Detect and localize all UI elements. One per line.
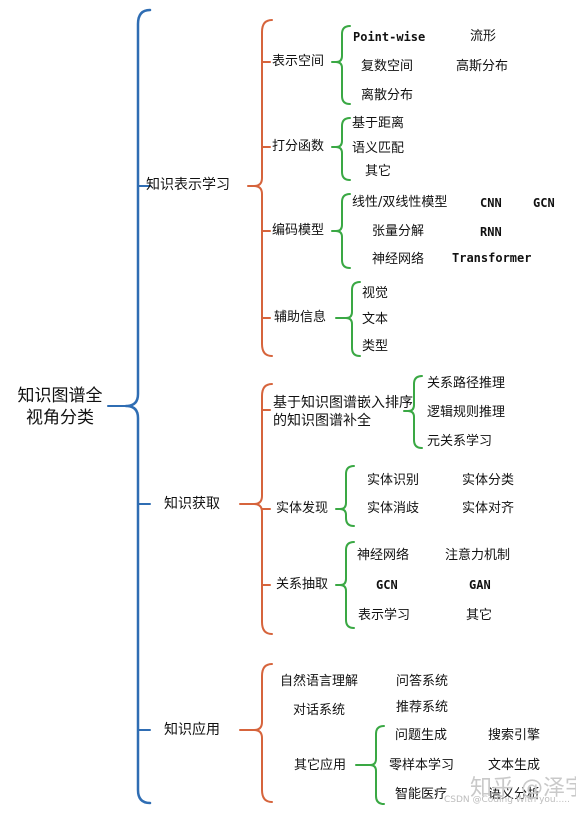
leaf-item: 文本 (362, 312, 389, 327)
group-bracket-entity (339, 465, 355, 527)
group-other-applications: 其它应用 (294, 758, 347, 773)
leaf-item: RNN (480, 225, 502, 239)
root-bracket (124, 8, 152, 805)
section-knowledge-application: 知识应用 (164, 722, 220, 738)
section-representation-learning: 知识表示学习 (146, 177, 230, 193)
section-knowledge-acquisition: 知识获取 (164, 496, 220, 512)
leaf-item: 问题生成 (395, 728, 448, 743)
section-bracket-application (253, 663, 273, 803)
group-entity-discovery: 实体发现 (276, 501, 329, 516)
leaf-item: 高斯分布 (456, 59, 509, 74)
leaf-item: 复数空间 (361, 59, 414, 74)
leaf-item: 离散分布 (361, 88, 414, 103)
watermark-credit: CSDN @Coding With you..... (444, 795, 570, 805)
leaf-item: 神经网络 (372, 252, 425, 267)
leaf-item: CNN (480, 196, 502, 210)
leaf-item: 视觉 (362, 286, 389, 301)
group-bracket-score (335, 117, 351, 181)
leaf-item: 流形 (470, 29, 497, 44)
group-bracket-encoder (335, 193, 351, 269)
group-relation-extraction: 关系抽取 (276, 577, 329, 592)
group-scoring-function: 打分函数 (272, 139, 325, 154)
leaf-item: 搜索引擎 (488, 728, 541, 743)
app-nlu: 自然语言理解 (280, 674, 359, 689)
watermark-brand: 知乎 @泽宇 (470, 776, 576, 801)
leaf-item: 语义匹配 (352, 141, 405, 156)
leaf-item: 文本生成 (488, 758, 541, 773)
leaf-item: 线性/双线性模型 (352, 195, 448, 210)
app-qa-system: 问答系统 (396, 674, 449, 689)
leaf-item: Transformer (452, 251, 532, 265)
group-kg-completion: 基于知识图谱嵌入排序的知识图谱补全 (273, 395, 413, 429)
leaf-item: 语义分析 (488, 787, 541, 802)
leaf-item: 实体消歧 (367, 501, 420, 516)
group-bracket-aux (345, 281, 361, 357)
leaf-item: 其它 (365, 164, 392, 179)
leaf-item: 实体识别 (367, 473, 420, 488)
leaf-item: 张量分解 (372, 224, 425, 239)
leaf-item: 其它 (466, 608, 493, 623)
app-recommender: 推荐系统 (396, 700, 449, 715)
group-encoding-model: 编码模型 (272, 223, 325, 238)
leaf-item: 实体对齐 (462, 501, 515, 516)
leaf-item: GCN (376, 578, 398, 592)
group-representation-space: 表示空间 (272, 54, 325, 69)
leaf-item: 元关系学习 (427, 434, 493, 449)
leaf-item: 智能医疗 (395, 787, 448, 802)
leaf-item: GCN (533, 196, 555, 210)
leaf-item: 类型 (362, 339, 389, 354)
leaf-item: 实体分类 (462, 473, 515, 488)
leaf-item: 逻辑规则推理 (427, 405, 506, 420)
group-bracket-other-apps (369, 725, 385, 805)
leaf-item: 关系路径推理 (427, 376, 506, 391)
leaf-item: 神经网络 (357, 548, 410, 563)
leaf-item: 注意力机制 (445, 548, 511, 563)
leaf-item: Point-wise (353, 30, 426, 44)
leaf-item: GAN (469, 578, 491, 592)
group-bracket-space (335, 25, 351, 105)
group-bracket-relation (339, 541, 355, 629)
app-dialogue-system: 对话系统 (293, 703, 346, 718)
leaf-item: 零样本学习 (389, 758, 455, 773)
leaf-item: 表示学习 (358, 608, 411, 623)
leaf-item: 基于距离 (352, 116, 405, 131)
root-node: 知识图谱全视角分类 (17, 386, 103, 428)
group-auxiliary-info: 辅助信息 (274, 310, 327, 325)
section-bracket-representation (253, 19, 273, 357)
